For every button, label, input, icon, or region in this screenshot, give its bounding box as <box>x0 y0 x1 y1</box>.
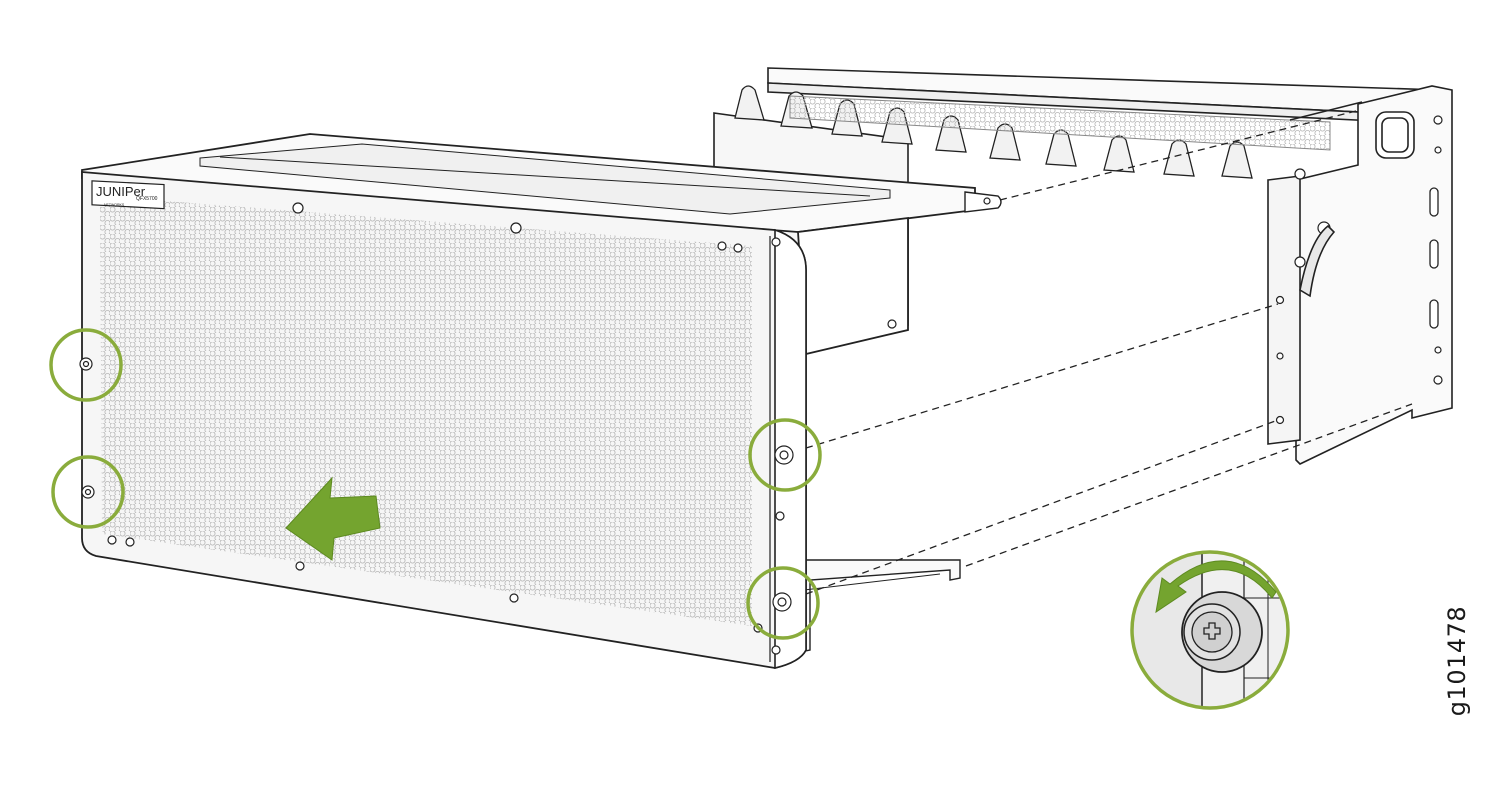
captive-screw-icon <box>79 357 794 612</box>
screw-detail-magnified <box>1130 550 1290 710</box>
alignment-guide-lines <box>805 109 1413 595</box>
juniper-logo-label: JUNIPer NETWORKS QFX5700 <box>91 180 165 210</box>
figure-id-label: g101478 <box>1422 592 1492 742</box>
removal-direction-arrow-icon <box>285 476 381 561</box>
callout-right-lower-screw <box>746 566 820 640</box>
logo-text: JUNIPer <box>96 184 146 199</box>
figure-id: g101478 <box>1443 605 1471 717</box>
counterclockwise-rotation-arrow-icon <box>1155 560 1277 614</box>
fan-tray-body <box>81 133 1002 670</box>
model-text: QFX5700 <box>136 196 158 202</box>
screw-callouts <box>49 328 822 640</box>
callout-right-upper-screw <box>748 418 822 492</box>
logo-subtext: NETWORKS <box>104 203 125 207</box>
callout-left-upper-screw <box>49 328 123 402</box>
callout-left-lower-screw <box>51 455 125 529</box>
